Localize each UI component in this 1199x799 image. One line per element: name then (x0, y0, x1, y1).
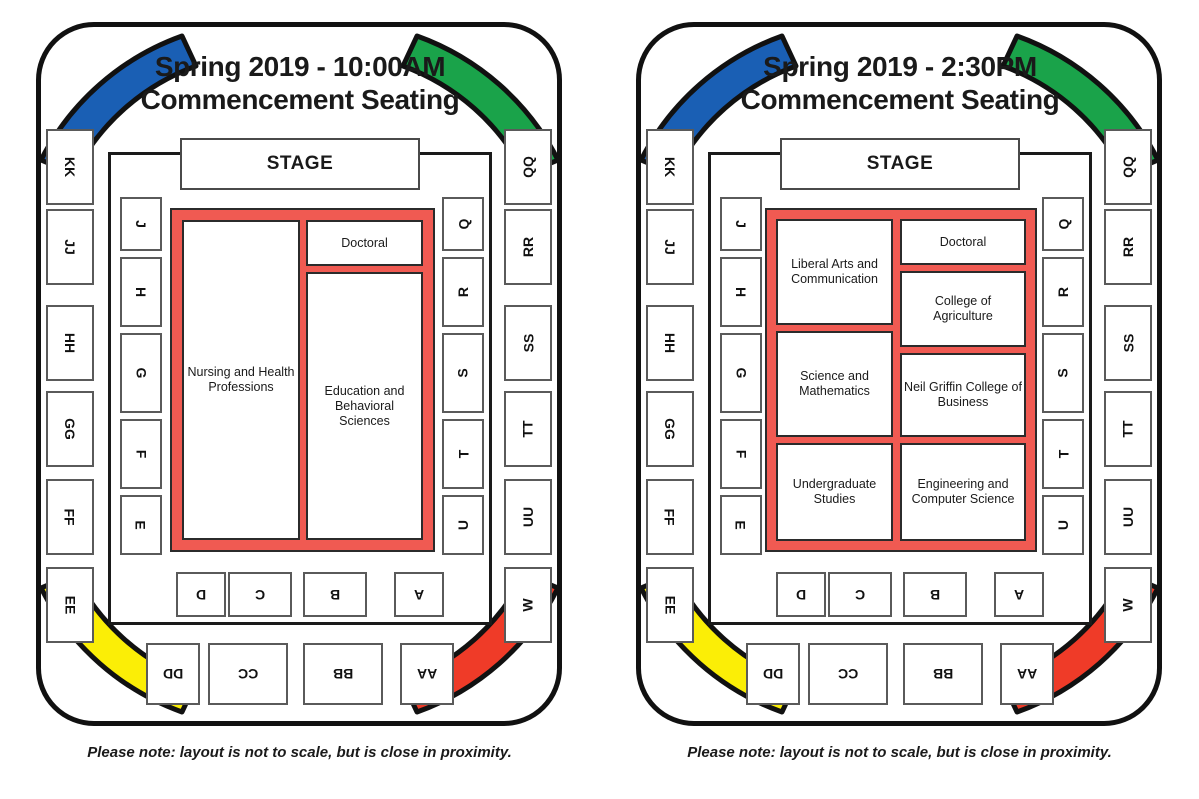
section-outer-bottom-3[interactable]: BB (303, 643, 383, 705)
section-outer-right-5[interactable]: UU (504, 479, 552, 555)
section-outer-left-4[interactable]: GG (646, 391, 694, 467)
section-outer-left-5[interactable]: FF (646, 479, 694, 555)
floor-cell-neil-griffin-college-of-business[interactable]: Neil Griffin College of Business (900, 353, 1026, 437)
floor-cell-doctoral[interactable]: Doctoral (306, 220, 423, 266)
section-inner-bottom-4[interactable]: A (994, 572, 1044, 617)
section-inner-right-2[interactable]: R (442, 257, 484, 327)
floor-cell-education-behavioral-sciences[interactable]: Education and Behavioral Sciences (306, 272, 423, 540)
section-outer-right-1[interactable]: QQ (1104, 129, 1152, 205)
section-outer-left-2[interactable]: JJ (46, 209, 94, 285)
section-inner-bottom-2[interactable]: C (228, 572, 292, 617)
section-inner-right-2[interactable]: R (1042, 257, 1084, 327)
panel-afternoon-ceremony: Spring 2019 - 2:30PM Commencement Seatin… (600, 0, 1199, 799)
floor-cell-college-of-agriculture[interactable]: College of Agriculture (900, 271, 1026, 347)
floor-cell-nursing-health-professions[interactable]: Nursing and Health Professions (182, 220, 300, 540)
section-outer-left-3[interactable]: HH (46, 305, 94, 381)
section-inner-left-5[interactable]: E (720, 495, 762, 555)
floor-cell-liberal-arts-communication[interactable]: Liberal Arts and Communication (776, 219, 893, 325)
panel-morning-ceremony: Spring 2019 - 10:00AM Commencement Seati… (0, 0, 599, 799)
section-inner-left-2[interactable]: H (120, 257, 162, 327)
section-outer-bottom-2[interactable]: CC (808, 643, 888, 705)
section-inner-right-3[interactable]: S (1042, 333, 1084, 413)
section-outer-right-4[interactable]: TT (1104, 391, 1152, 467)
panel-title: Spring 2019 - 2:30PM Commencement Seatin… (646, 50, 1154, 116)
section-inner-right-4[interactable]: T (1042, 419, 1084, 489)
floor-cell-engineering-computer-science[interactable]: Engineering and Computer Science (900, 443, 1026, 541)
footer-note: Please note: layout is not to scale, but… (87, 744, 512, 761)
section-outer-right-6[interactable]: W (1104, 567, 1152, 643)
section-inner-right-5[interactable]: U (442, 495, 484, 555)
floor-cell-undergraduate-studies[interactable]: Undergraduate Studies (776, 443, 893, 541)
section-outer-left-4[interactable]: GG (46, 391, 94, 467)
section-outer-right-2[interactable]: RR (1104, 209, 1152, 285)
section-outer-right-6[interactable]: W (504, 567, 552, 643)
section-outer-left-2[interactable]: JJ (646, 209, 694, 285)
section-inner-bottom-1[interactable]: D (776, 572, 826, 617)
section-outer-right-3[interactable]: SS (504, 305, 552, 381)
section-inner-right-5[interactable]: U (1042, 495, 1084, 555)
section-outer-right-3[interactable]: SS (1104, 305, 1152, 381)
floor-cell-science-mathematics[interactable]: Science and Mathematics (776, 331, 893, 437)
section-inner-bottom-2[interactable]: C (828, 572, 892, 617)
panel-title-line1: Spring 2019 - 2:30PM (763, 51, 1037, 82)
section-inner-left-4[interactable]: F (120, 419, 162, 489)
section-inner-right-3[interactable]: S (442, 333, 484, 413)
section-inner-bottom-1[interactable]: D (176, 572, 226, 617)
section-inner-bottom-4[interactable]: A (394, 572, 444, 617)
section-inner-left-2[interactable]: H (720, 257, 762, 327)
stage-box: STAGE (780, 138, 1020, 190)
section-inner-left-3[interactable]: G (120, 333, 162, 413)
section-inner-left-1[interactable]: J (720, 197, 762, 251)
section-outer-bottom-1[interactable]: DD (746, 643, 800, 705)
section-outer-right-2[interactable]: RR (504, 209, 552, 285)
panel-title-line1: Spring 2019 - 10:00AM (154, 51, 446, 82)
section-inner-left-5[interactable]: E (120, 495, 162, 555)
section-outer-right-4[interactable]: TT (504, 391, 552, 467)
section-inner-right-4[interactable]: T (442, 419, 484, 489)
section-inner-right-1[interactable]: Q (442, 197, 484, 251)
section-outer-bottom-4[interactable]: AA (1000, 643, 1054, 705)
section-outer-left-3[interactable]: HH (646, 305, 694, 381)
panel-title-line2: Commencement Seating (140, 84, 460, 115)
stage-box: STAGE (180, 138, 420, 190)
section-outer-right-5[interactable]: UU (1104, 479, 1152, 555)
section-outer-left-1[interactable]: KK (46, 129, 94, 205)
section-outer-bottom-4[interactable]: AA (400, 643, 454, 705)
section-outer-right-1[interactable]: QQ (504, 129, 552, 205)
section-inner-bottom-3[interactable]: B (903, 572, 967, 617)
section-inner-bottom-3[interactable]: B (303, 572, 367, 617)
section-outer-bottom-1[interactable]: DD (146, 643, 200, 705)
footer-note: Please note: layout is not to scale, but… (687, 744, 1112, 761)
section-outer-left-1[interactable]: KK (646, 129, 694, 205)
section-outer-bottom-2[interactable]: CC (208, 643, 288, 705)
section-inner-left-1[interactable]: J (120, 197, 162, 251)
section-inner-left-3[interactable]: G (720, 333, 762, 413)
floor-cell-doctoral[interactable]: Doctoral (900, 219, 1026, 265)
section-outer-left-5[interactable]: FF (46, 479, 94, 555)
panel-title: Spring 2019 - 10:00AM Commencement Seati… (46, 50, 554, 116)
panel-title-line2: Commencement Seating (740, 84, 1060, 115)
section-inner-right-1[interactable]: Q (1042, 197, 1084, 251)
section-inner-left-4[interactable]: F (720, 419, 762, 489)
section-outer-left-6[interactable]: EE (46, 567, 94, 643)
section-outer-bottom-3[interactable]: BB (903, 643, 983, 705)
section-outer-left-6[interactable]: EE (646, 567, 694, 643)
